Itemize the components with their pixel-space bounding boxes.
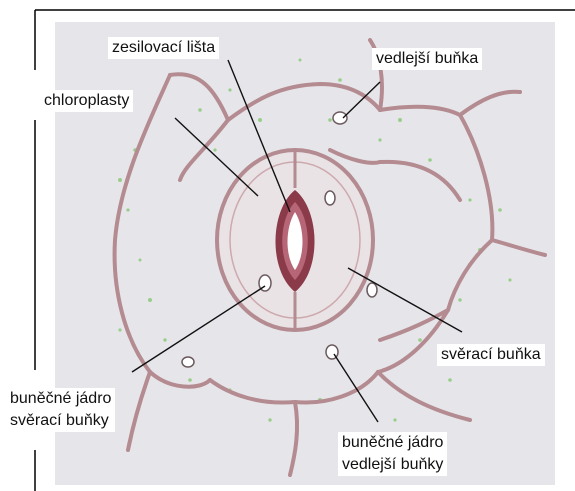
label-subsidiary-cell-nucleus-line2: vedlejší buňky	[342, 454, 443, 476]
label-guard-cell-nucleus-line2: svěrací buňky	[10, 410, 111, 432]
label-guard-cell-nucleus: buněčné jádro svěrací buňky	[6, 388, 115, 432]
label-guard-cell-nucleus-line1: buněčné jádro	[10, 388, 111, 410]
label-subsidiary-cell-nucleus-line1: buněčné jádro	[342, 432, 443, 454]
label-guard-cell: svěrací buňka	[437, 344, 545, 366]
label-subsidiary-cell-nucleus: buněčné jádro vedlejší buňky	[338, 432, 447, 476]
label-chloroplasts: chloroplasty	[40, 90, 133, 112]
subsidiary-cell-nucleus-right	[367, 283, 377, 297]
subsidiary-cell-nucleus-top	[333, 112, 347, 124]
subsidiary-cell-nucleus-left	[182, 357, 194, 367]
guard-cell-nucleus-2	[325, 191, 335, 205]
label-subsidiary-cell: vedlejší buňka	[372, 48, 482, 70]
label-reinforcing-ridge: zesilovací lišta	[108, 37, 219, 59]
